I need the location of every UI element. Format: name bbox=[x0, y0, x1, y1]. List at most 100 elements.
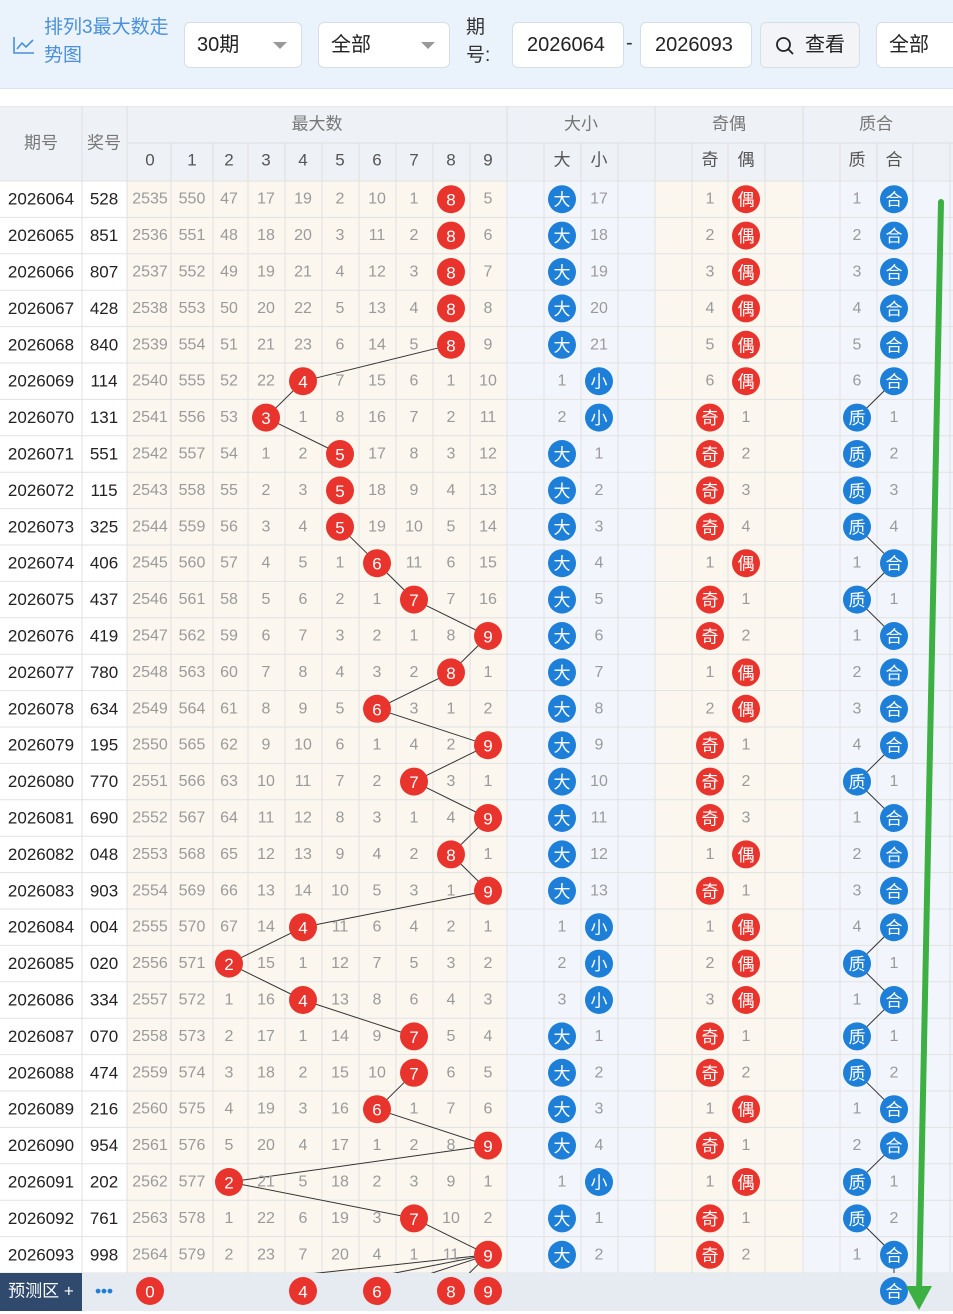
period-count-value: 30期 bbox=[197, 34, 240, 56]
miss-cell: 15 bbox=[257, 955, 275, 972]
miss-cell: 18 bbox=[331, 1174, 349, 1191]
oddeven-miss-cell: 1 bbox=[742, 882, 751, 899]
miss-cell: 2564 bbox=[132, 1246, 168, 1263]
oddeven-ball-label: 偶 bbox=[738, 700, 755, 719]
prime-miss-cell: 4 bbox=[853, 300, 862, 317]
size-ball-label: 大 bbox=[554, 773, 571, 792]
miss-cell: 19 bbox=[331, 1210, 349, 1227]
filter-select[interactable]: 全部 bbox=[876, 22, 953, 68]
miss-cell: 2563 bbox=[132, 1210, 168, 1227]
prime-ball bbox=[843, 440, 871, 468]
max-ball-label: 4 bbox=[298, 992, 307, 1011]
oddeven-ball-label: 偶 bbox=[738, 919, 755, 938]
size-ball bbox=[548, 694, 576, 723]
miss-cell: 9 bbox=[484, 336, 493, 353]
range-end-input[interactable]: 2026093 bbox=[640, 22, 752, 68]
prime-ball bbox=[880, 185, 908, 214]
number-cell: 551 bbox=[90, 445, 118, 464]
prime-miss-cell: 2 bbox=[890, 1064, 899, 1081]
max-ball-label: 5 bbox=[335, 518, 344, 537]
prediction-ball-circle[interactable] bbox=[474, 1277, 502, 1305]
size-ball bbox=[548, 185, 576, 214]
max-ball bbox=[363, 694, 391, 723]
oddeven-ball bbox=[696, 731, 724, 760]
prime-ball-label: 合 bbox=[886, 227, 903, 246]
range-start-value: 2026064 bbox=[527, 34, 605, 56]
miss-cell: 2536 bbox=[132, 227, 168, 244]
prediction-composite-ball-label: 合 bbox=[886, 1283, 903, 1302]
miss-cell: 9 bbox=[336, 846, 345, 863]
prime-miss-cell: 5 bbox=[853, 336, 862, 353]
oddeven-ball-label: 奇 bbox=[702, 1028, 719, 1047]
digit-col-header: 0 bbox=[145, 151, 154, 170]
prime-ball bbox=[880, 221, 908, 250]
prime-ball bbox=[880, 330, 908, 359]
max-ball bbox=[215, 949, 243, 978]
miss-cell: 12 bbox=[479, 446, 497, 463]
prime-miss-cell: 1 bbox=[890, 1028, 899, 1045]
miss-cell: 2537 bbox=[132, 264, 168, 281]
max-ball bbox=[326, 440, 354, 468]
oddeven-ball bbox=[696, 1022, 724, 1051]
size-ball bbox=[548, 549, 576, 578]
period-cell: 2026093 bbox=[8, 1245, 74, 1264]
prime-ball-label: 质 bbox=[849, 446, 866, 465]
prediction-ball-0[interactable]: 0 bbox=[136, 1277, 164, 1305]
oddeven-miss-cell: 3 bbox=[742, 810, 751, 827]
oddeven-miss-cell: 2 bbox=[742, 1246, 751, 1263]
miss-cell: 17 bbox=[257, 191, 275, 208]
prime-ball-label: 合 bbox=[886, 882, 903, 901]
size-miss-cell: 10 bbox=[590, 773, 608, 790]
miss-cell: 1 bbox=[447, 700, 456, 717]
miss-cell: 4 bbox=[299, 518, 308, 535]
miss-cell: 13 bbox=[331, 992, 349, 1009]
miss-cell: 20 bbox=[257, 300, 275, 317]
prediction-ball-circle[interactable] bbox=[289, 1277, 317, 1305]
miss-cell: 2 bbox=[262, 482, 271, 499]
miss-cell: 557 bbox=[179, 446, 206, 463]
miss-cell: 4 bbox=[410, 300, 419, 317]
prediction-ball-9[interactable]: 9 bbox=[474, 1277, 502, 1305]
prediction-toggle-button[interactable] bbox=[0, 1273, 82, 1311]
max-ball-label: 8 bbox=[446, 336, 455, 355]
prediction-ball-circle[interactable] bbox=[437, 1277, 465, 1305]
prediction-ball-circle[interactable] bbox=[363, 1277, 391, 1305]
view-button[interactable]: 查看 bbox=[760, 22, 860, 68]
oddeven-ball bbox=[696, 512, 724, 541]
prime-miss-cell: 4 bbox=[853, 919, 862, 936]
prediction-ball-4[interactable]: 4 bbox=[289, 1277, 317, 1305]
oddeven-miss-cell: 5 bbox=[706, 336, 715, 353]
miss-cell: 3 bbox=[336, 227, 345, 244]
miss-cell: 5 bbox=[299, 555, 308, 572]
period-count-select[interactable]: 30期 bbox=[184, 22, 302, 68]
miss-cell: 20 bbox=[331, 1246, 349, 1263]
size-col-header: 大 bbox=[554, 151, 571, 170]
oddeven-ball-label: 偶 bbox=[738, 955, 755, 974]
miss-cell: 14 bbox=[331, 1028, 349, 1045]
miss-cell: 6 bbox=[299, 591, 308, 608]
prediction-ball-circle[interactable] bbox=[136, 1277, 164, 1305]
miss-cell: 8 bbox=[336, 810, 345, 827]
miss-cell: 1 bbox=[410, 1246, 419, 1263]
miss-cell: 10 bbox=[368, 191, 386, 208]
type-select[interactable]: 全部 bbox=[318, 22, 450, 68]
prediction-ball-6[interactable]: 6 bbox=[363, 1277, 391, 1305]
prime-ball-label: 合 bbox=[886, 373, 903, 392]
prime-ball bbox=[880, 1131, 908, 1160]
prime-miss-cell: 1 bbox=[853, 992, 862, 1009]
oddeven-ball-label: 奇 bbox=[702, 446, 719, 465]
prime-ball bbox=[843, 585, 871, 614]
prediction-ball-8[interactable]: 8 bbox=[437, 1277, 465, 1305]
size-ball-label: 小 bbox=[591, 1174, 608, 1193]
miss-cell: 53 bbox=[220, 409, 238, 426]
range-start-input[interactable]: 2026064 bbox=[512, 22, 624, 68]
number-cell: 807 bbox=[90, 263, 118, 282]
size-ball-label: 大 bbox=[554, 810, 571, 829]
trend-line bbox=[228, 1145, 489, 1183]
oddeven-miss-cell: 2 bbox=[706, 700, 715, 717]
miss-cell: 1 bbox=[299, 1028, 308, 1045]
miss-cell: 4 bbox=[373, 1246, 382, 1263]
miss-cell: 59 bbox=[220, 628, 238, 645]
miss-cell: 11 bbox=[443, 1246, 460, 1263]
size-ball bbox=[548, 767, 576, 796]
